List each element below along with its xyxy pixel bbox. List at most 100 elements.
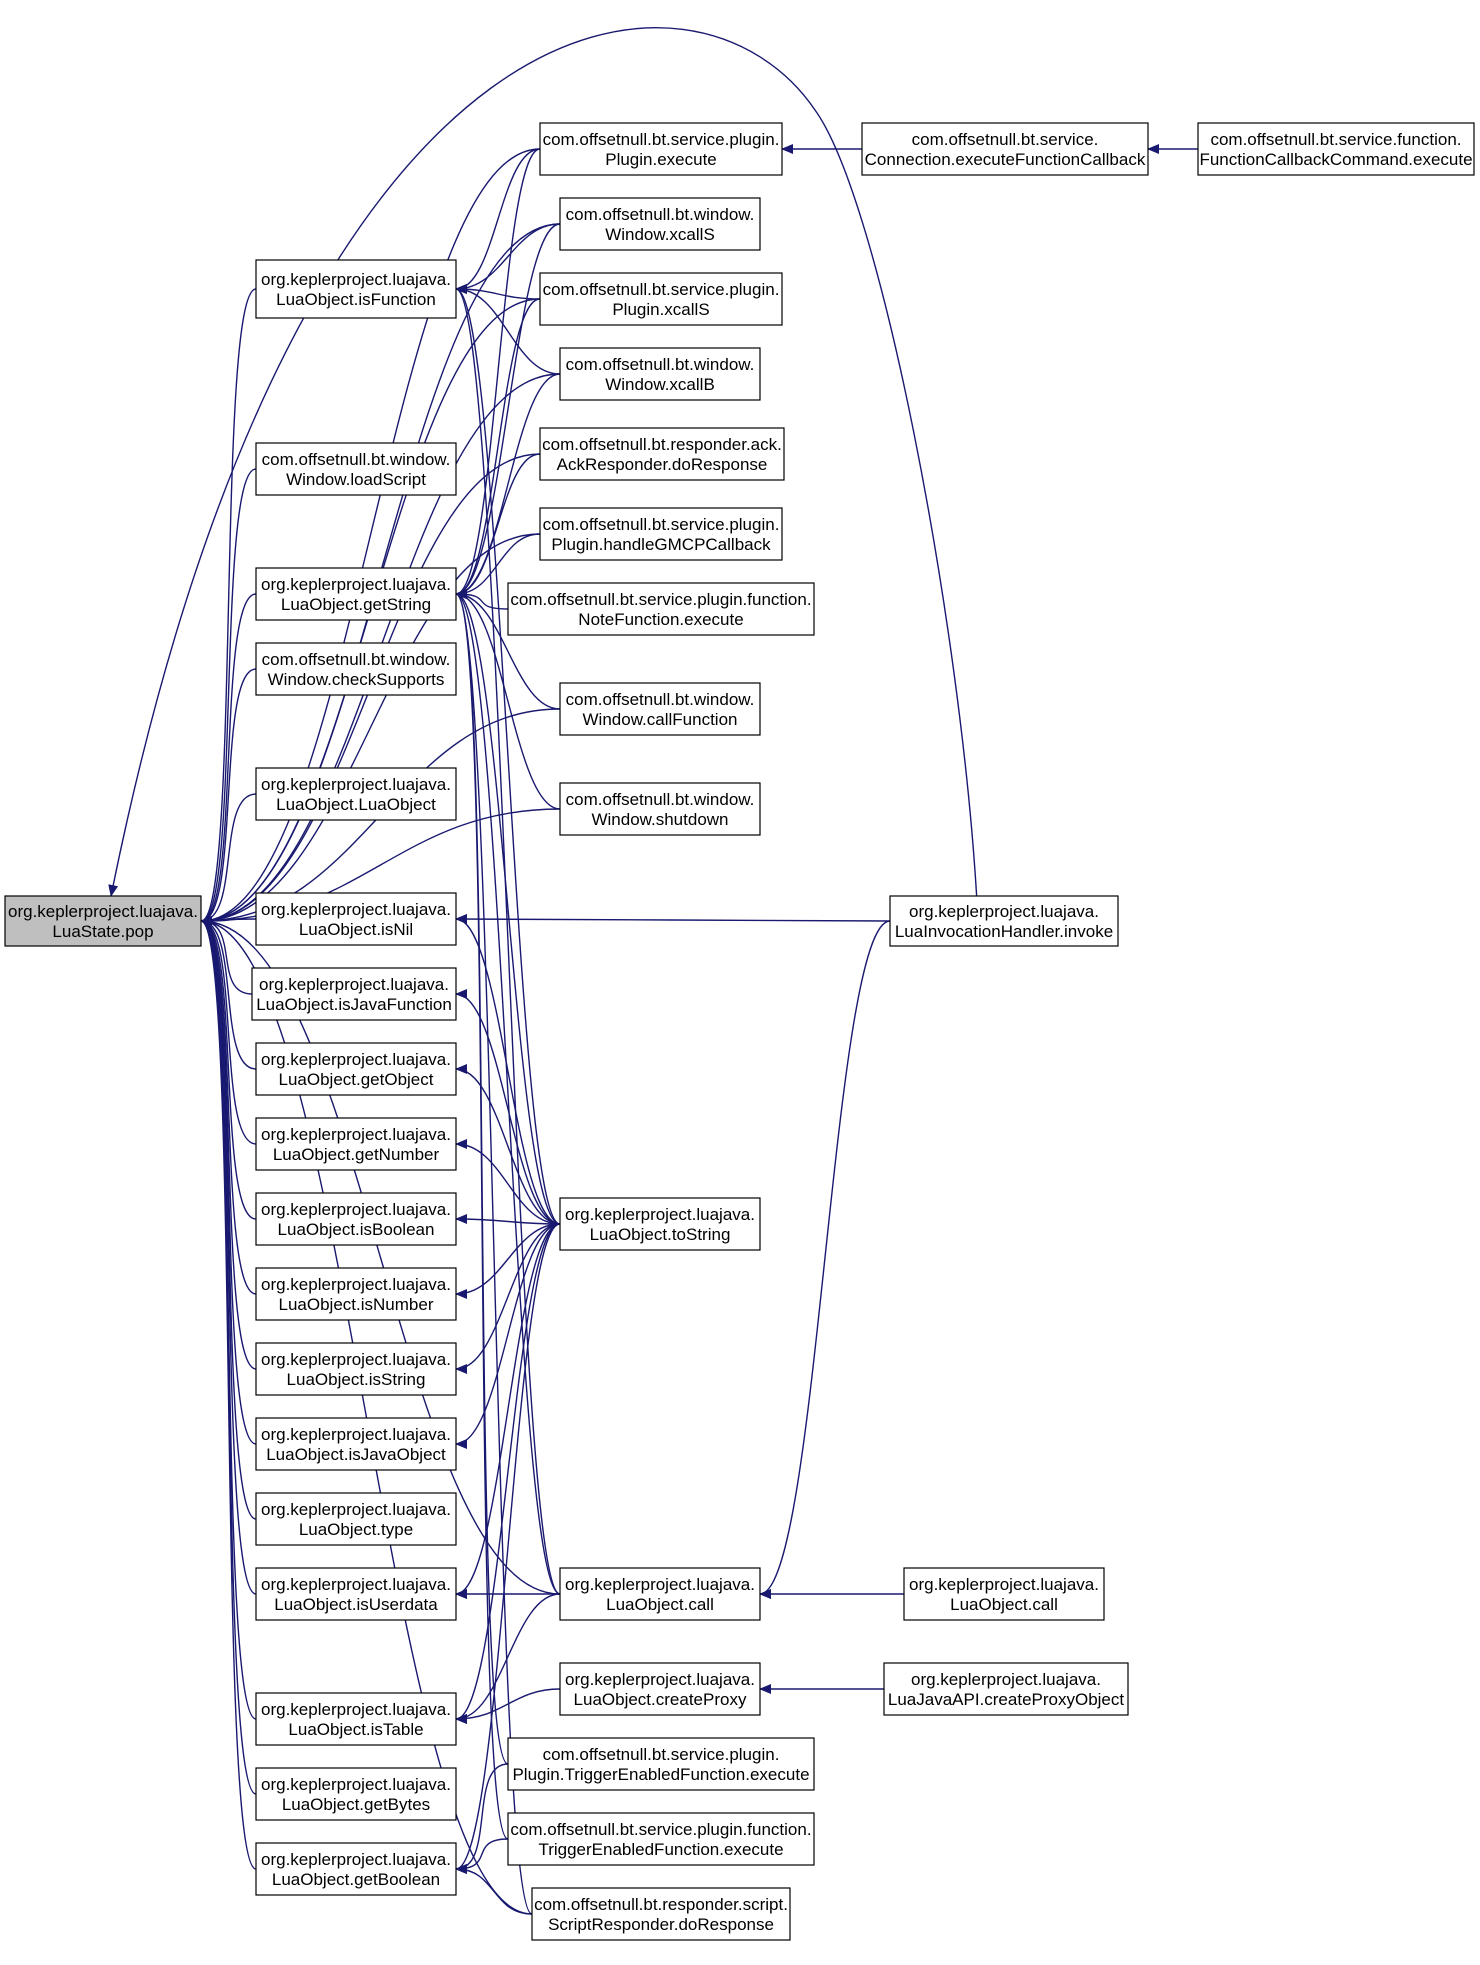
node-box [255,1842,457,1896]
node-label-line-2: LuaObject.toString [590,1225,731,1244]
node-handleGMCP[interactable]: com.offsetnull.bt.service.plugin.Plugin.… [539,507,783,561]
node-label-line-2: Window.xcallB [605,375,715,394]
node-box [539,122,783,176]
edge-pluginExecute-to-getString [455,148,541,599]
node-getBoolean[interactable]: org.keplerproject.luajava.LuaObject.getB… [255,1842,457,1896]
node-label-line-2: NoteFunction.execute [578,610,743,629]
node-label-line-1: org.keplerproject.luajava. [261,1850,451,1869]
node-getObject[interactable]: org.keplerproject.luajava.LuaObject.getO… [255,1042,457,1096]
edge-getBoolean-to-pop [200,916,257,1870]
node-loadScript[interactable]: com.offsetnull.bt.window.Window.loadScri… [255,442,457,496]
node-call2[interactable]: org.keplerproject.luajava.LuaObject.call [903,1567,1105,1621]
node-isJavaObject[interactable]: org.keplerproject.luajava.LuaObject.isJa… [255,1417,457,1471]
node-type[interactable]: org.keplerproject.luajava.LuaObject.type [255,1492,457,1546]
node-label-line-2: Connection.executeFunctionCallback [865,150,1146,169]
node-box [507,582,815,636]
node-isBoolean[interactable]: org.keplerproject.luajava.LuaObject.isBo… [255,1192,457,1246]
node-box [255,767,457,821]
node-pluginTrigger[interactable]: com.offsetnull.bt.service.plugin.Plugin.… [507,1737,815,1791]
node-getBytes[interactable]: org.keplerproject.luajava.LuaObject.getB… [255,1767,457,1821]
node-label-line-1: org.keplerproject.luajava. [565,1575,755,1594]
node-createProxy[interactable]: org.keplerproject.luajava.LuaObject.crea… [559,1662,761,1716]
node-box [255,442,457,496]
node-isFunction[interactable]: org.keplerproject.luajava.LuaObject.isFu… [255,259,457,319]
node-box [1197,122,1475,176]
edge-createProxy-to-isTable [455,1688,561,1724]
node-windowXcallB[interactable]: com.offsetnull.bt.window.Window.xcallB [559,347,761,401]
node-label-line-1: com.offsetnull.bt.service.plugin. [543,130,780,149]
node-label-line-1: org.keplerproject.luajava. [909,902,1099,921]
node-label-line-1: com.offsetnull.bt.window. [566,205,755,224]
node-getNumber[interactable]: org.keplerproject.luajava.LuaObject.getN… [255,1117,457,1171]
node-label-line-2: LuaObject.getBytes [282,1795,430,1814]
node-label-line-1: com.offsetnull.bt.service.function. [1210,130,1461,149]
node-isString[interactable]: org.keplerproject.luajava.LuaObject.isSt… [255,1342,457,1396]
node-connExecute[interactable]: com.offsetnull.bt.service.Connection.exe… [861,122,1149,176]
node-box [255,642,457,696]
node-box [4,895,202,947]
edge-toString-to-getNumber [455,1139,561,1225]
node-label-line-1: com.offsetnull.bt.service.plugin. [543,280,780,299]
node-pluginXcallS[interactable]: com.offsetnull.bt.service.plugin.Plugin.… [539,272,783,326]
node-box [559,347,761,401]
node-label-line-1: org.keplerproject.luajava. [911,1670,1101,1689]
node-noteExecute[interactable]: com.offsetnull.bt.service.plugin.functio… [507,582,815,636]
node-isNil[interactable]: org.keplerproject.luajava.LuaObject.isNi… [255,892,457,946]
edge-toString-to-isUserdata [455,1223,561,1599]
edge-checkSupports-to-pop [200,668,257,926]
node-label-line-1: org.keplerproject.luajava. [261,270,451,289]
node-label-line-1: com.offsetnull.bt.service. [912,130,1099,149]
node-label-line-2: Plugin.xcallS [612,300,709,319]
edge-toString-to-isTable [455,1223,561,1724]
node-ackDoResponse[interactable]: com.offsetnull.bt.responder.ack.AckRespo… [539,427,785,481]
node-label-line-2: Window.callFunction [583,710,738,729]
edge-pluginXcallS-to-getString [455,298,541,599]
node-call[interactable]: org.keplerproject.luajava.LuaObject.call [559,1567,761,1621]
node-label-line-2: LuaObject.LuaObject [276,795,436,814]
node-label-line-2: LuaObject.createProxy [574,1690,747,1709]
node-isTable[interactable]: org.keplerproject.luajava.LuaObject.isTa… [255,1692,457,1746]
node-pluginExecute[interactable]: com.offsetnull.bt.service.plugin.Plugin.… [539,122,783,176]
node-toString[interactable]: org.keplerproject.luajava.LuaObject.toSt… [559,1197,761,1251]
node-label-line-1: org.keplerproject.luajava. [261,1275,451,1294]
node-scriptDoResponse[interactable]: com.offsetnull.bt.responder.script.Scrip… [531,1887,791,1941]
node-label-line-2: FunctionCallbackCommand.execute [1199,150,1472,169]
node-callFunction[interactable]: com.offsetnull.bt.window.Window.callFunc… [559,682,761,736]
node-label-line-1: org.keplerproject.luajava. [259,975,449,994]
node-label-line-2: LuaObject.isJavaFunction [256,995,452,1014]
node-box [889,895,1119,947]
node-label-line-2: LuaObject.isJavaObject [266,1445,446,1464]
node-funcTrigger[interactable]: com.offsetnull.bt.service.plugin.functio… [507,1812,815,1866]
node-label-line-2: AckResponder.doResponse [557,455,768,474]
edge-getObject-to-pop [200,916,257,1070]
node-label-line-1: com.offsetnull.bt.responder.ack. [542,435,782,454]
node-checkSupports[interactable]: com.offsetnull.bt.window.Window.checkSup… [255,642,457,696]
node-box [255,1267,457,1321]
edge-windowXcallS-to-getString [455,223,561,599]
node-getString[interactable]: org.keplerproject.luajava.LuaObject.getS… [255,567,457,621]
nodes: org.keplerproject.luajava.LuaState.pop or… [4,122,1475,1941]
node-isJavaFunction[interactable]: org.keplerproject.luajava.LuaObject.isJa… [251,967,457,1021]
node-invoke[interactable]: org.keplerproject.luajava.LuaInvocationH… [889,895,1119,947]
node-windowXcallS[interactable]: com.offsetnull.bt.window.Window.xcallS [559,197,761,251]
edge-callFunction-to-getString [455,589,561,710]
node-label-line-1: com.offsetnull.bt.responder.script. [534,1895,788,1914]
edge-loadScript-to-pop [200,468,257,926]
edge-toString-to-getString [455,589,561,1225]
node-isUserdata[interactable]: org.keplerproject.luajava.LuaObject.isUs… [255,1567,457,1621]
node-createProxyObject[interactable]: org.keplerproject.luajava.LuaJavaAPI.cre… [883,1662,1129,1716]
node-label-line-1: org.keplerproject.luajava. [261,1050,451,1069]
node-label-line-2: Window.xcallS [605,225,715,244]
node-label-line-1: com.offsetnull.bt.service.plugin. [543,1745,780,1764]
node-fcbExecute[interactable]: com.offsetnull.bt.service.function.Funct… [1197,122,1475,176]
node-isNumber[interactable]: org.keplerproject.luajava.LuaObject.isNu… [255,1267,457,1321]
node-pop[interactable]: org.keplerproject.luajava.LuaState.pop [4,895,202,947]
edge-invoke-to-isNil [455,914,891,925]
node-box [255,1767,457,1821]
node-label-line-2: LuaObject.call [606,1595,714,1614]
node-label-line-1: com.offsetnull.bt.service.plugin.functio… [510,1820,811,1839]
node-box [255,567,457,621]
node-shutdown[interactable]: com.offsetnull.bt.window.Window.shutdown [559,782,761,836]
node-luaObjectCtor[interactable]: org.keplerproject.luajava.LuaObject.LuaO… [255,767,457,821]
edge-pluginExecute-to-isFunction [455,148,541,294]
